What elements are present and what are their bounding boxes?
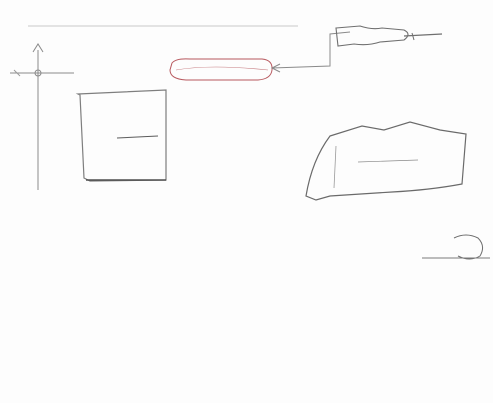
connector-line bbox=[271, 31, 351, 69]
device-tick-1 bbox=[411, 32, 415, 41]
right-box-underline bbox=[357, 159, 419, 163]
left-box-outline bbox=[75, 89, 167, 182]
device-body bbox=[335, 25, 409, 47]
axis-arrow-top bbox=[32, 43, 44, 53]
red-box-inner-stroke bbox=[175, 66, 269, 71]
left-box-divider bbox=[116, 135, 159, 139]
device-cable bbox=[403, 33, 443, 37]
connector-arrowhead bbox=[270, 63, 281, 73]
corner-symbol-circle bbox=[453, 234, 484, 260]
axis-origin bbox=[34, 69, 42, 77]
red-box-outline bbox=[169, 58, 273, 81]
axis-tick-left bbox=[13, 69, 21, 77]
right-box-inner-line bbox=[333, 145, 337, 189]
right-box-outline bbox=[305, 121, 467, 201]
